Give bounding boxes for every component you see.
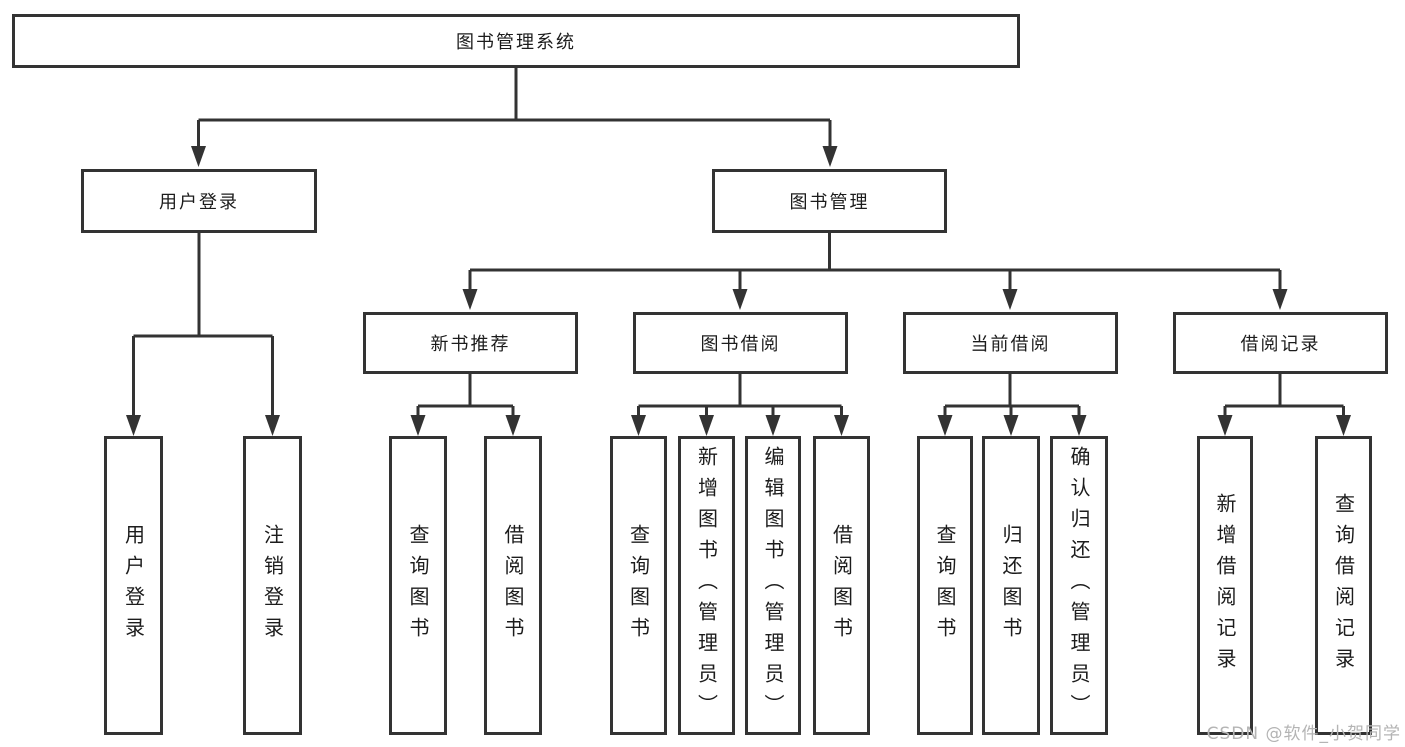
leaf-edit-books-admin: 编辑图书（管理员） — [745, 436, 801, 735]
node-book-borrow: 图书借阅 — [633, 312, 848, 374]
leaf-recommend-query-books: 查询图书 — [389, 436, 447, 735]
leaf-current-query-books: 查询图书 — [917, 436, 973, 735]
node-label: 确认归还（管理员） — [1067, 446, 1091, 725]
connector-borrow-records-children — [1217, 374, 1351, 436]
leaf-add-books-admin: 新增图书（管理员） — [678, 436, 735, 735]
node-user-login: 用户登录 — [81, 169, 317, 233]
connector-book-mgmt-children — [462, 233, 1288, 310]
leaf-confirm-return-admin: 确认归还（管理员） — [1050, 436, 1108, 735]
leaf-recommend-borrow-books: 借阅图书 — [484, 436, 542, 735]
node-label: 归还图书 — [999, 523, 1023, 648]
node-label: 查询图书 — [626, 523, 651, 648]
node-library-system: 图书管理系统 — [12, 14, 1020, 68]
node-label: 新增图书（管理员） — [694, 446, 719, 725]
node-current-borrow: 当前借阅 — [903, 312, 1118, 374]
connector-new-book-rec-children — [410, 374, 521, 436]
connector-user-login-children — [126, 233, 280, 436]
leaf-add-borrow-record: 新增借阅记录 — [1197, 436, 1253, 735]
leaf-query-borrow-record: 查询借阅记录 — [1315, 436, 1372, 735]
node-label: 查询图书 — [933, 523, 957, 648]
node-label: 用户登录 — [121, 523, 146, 648]
node-label: 当前借阅 — [970, 334, 1051, 355]
node-label: 查询图书 — [406, 523, 430, 648]
connector-book-borrow-children — [631, 374, 849, 436]
leaf-borrow-books: 借阅图书 — [813, 436, 870, 735]
node-label: 编辑图书（管理员） — [761, 446, 785, 725]
leaf-borrow-query-books: 查询图书 — [610, 436, 667, 735]
node-label: 用户登录 — [159, 192, 239, 213]
node-label: 查询借阅记录 — [1331, 492, 1356, 679]
leaf-user-login: 用户登录 — [104, 436, 163, 735]
connector-root-to-level2 — [191, 68, 838, 167]
node-label: 图书借阅 — [700, 334, 781, 355]
node-label: 新增借阅记录 — [1213, 492, 1237, 679]
node-label: 借阅图书 — [829, 523, 854, 648]
csdn-watermark: CSDN @软件_小贺同学 — [1206, 724, 1401, 744]
node-label: 图书管理系统 — [456, 32, 576, 53]
node-borrow-records: 借阅记录 — [1173, 312, 1388, 374]
node-label: 借阅图书 — [501, 523, 525, 648]
leaf-return-books: 归还图书 — [982, 436, 1040, 735]
node-label: 新书推荐 — [430, 334, 511, 355]
connector-current-borrow-children — [937, 374, 1087, 436]
node-label: 借阅记录 — [1240, 334, 1321, 355]
node-new-book-recommend: 新书推荐 — [363, 312, 578, 374]
node-label: 图书管理 — [789, 192, 870, 213]
node-label: 注销登录 — [260, 523, 285, 648]
node-book-management: 图书管理 — [712, 169, 947, 233]
leaf-logout: 注销登录 — [243, 436, 302, 735]
